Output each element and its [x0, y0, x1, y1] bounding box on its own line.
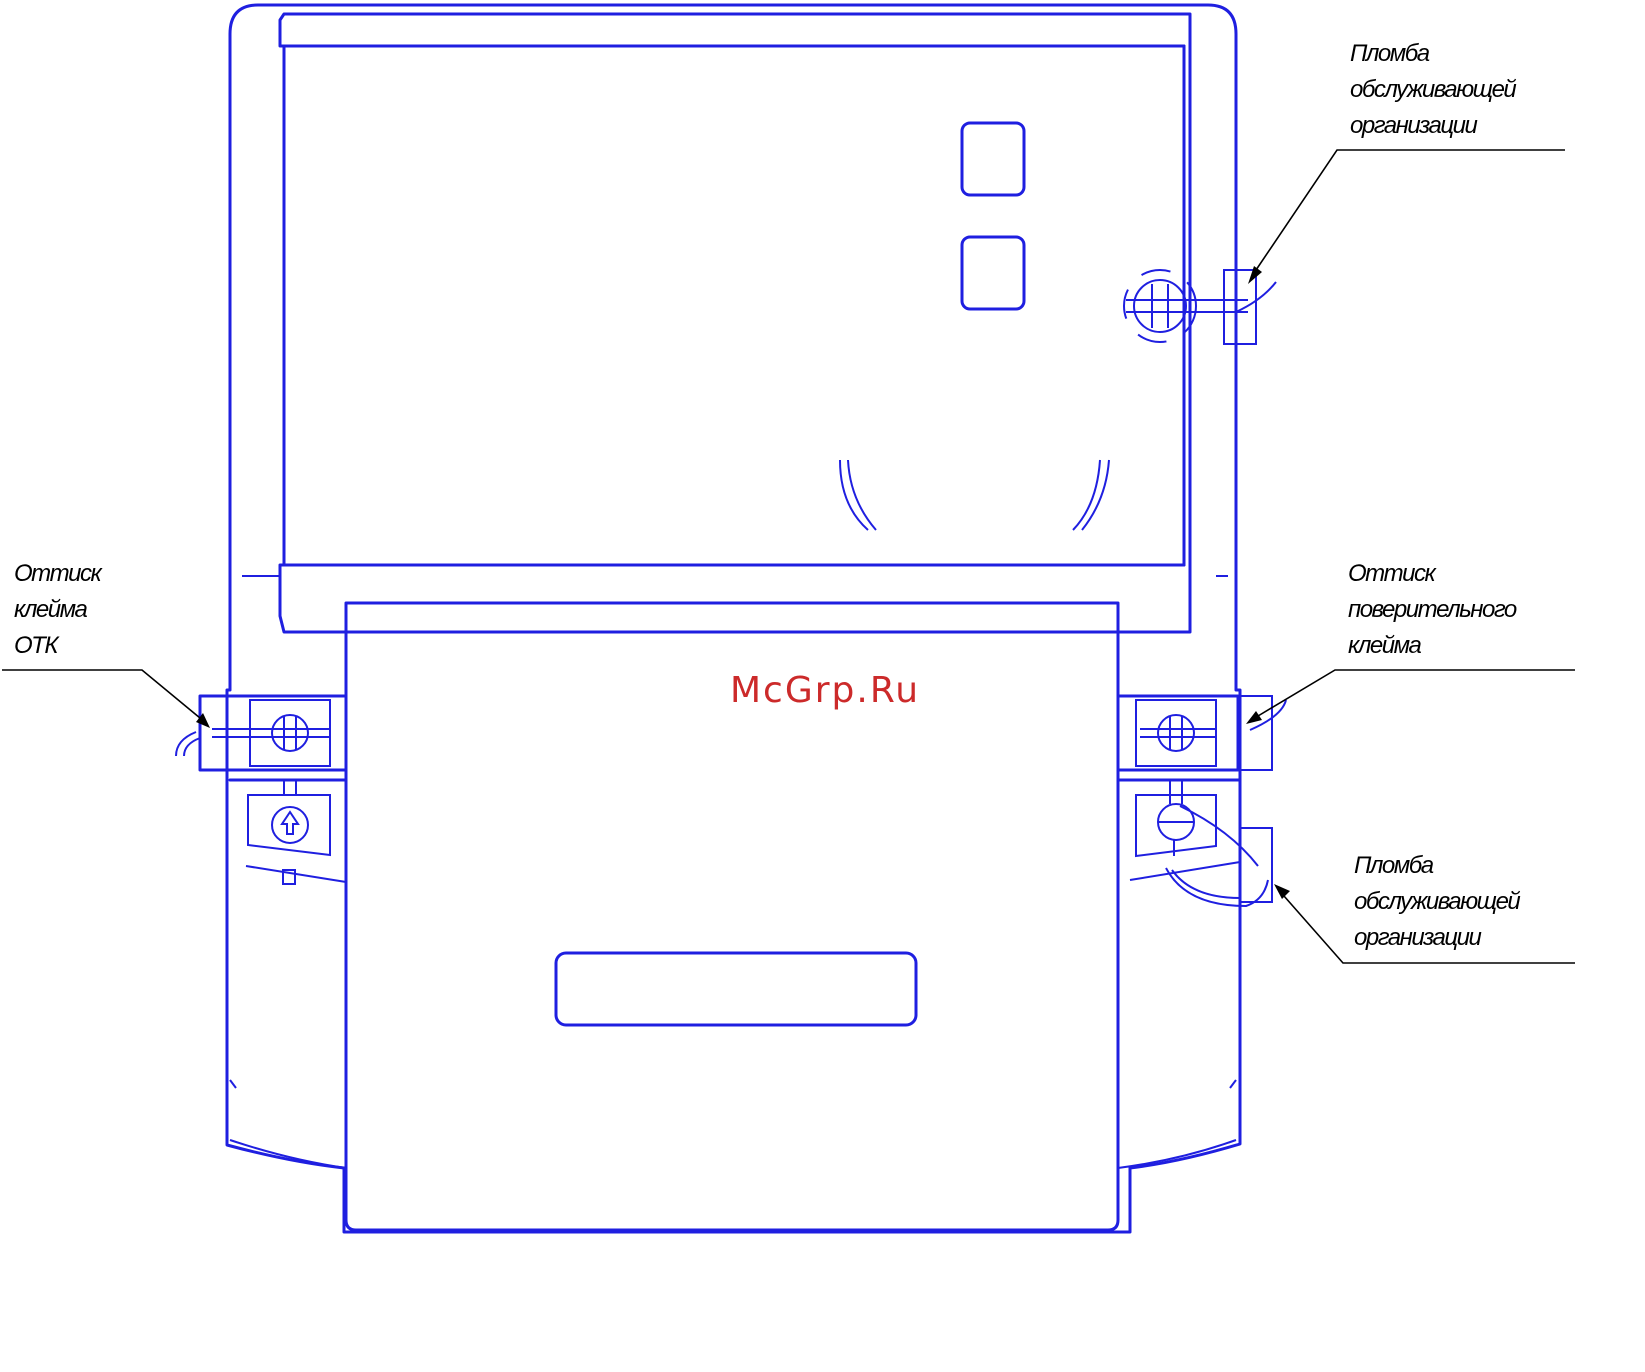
left-lower-screw [230, 780, 346, 884]
top-cover-frame [280, 14, 1190, 632]
terminal-label-plate [556, 953, 916, 1025]
otk-screw-block [176, 696, 346, 770]
curved-slot-right [1073, 460, 1109, 530]
bevel-left [230, 1080, 346, 1168]
meter-housing [227, 5, 1240, 1232]
label-seal-top: Пломба обслуживающей организации [1350, 36, 1515, 144]
label-imprint-verification: Оттиск поверительного клейма [1348, 556, 1516, 664]
verification-screw-block [1118, 696, 1286, 770]
leader-otk [2, 670, 210, 728]
leader-seal-top [1248, 150, 1565, 284]
curved-slot-left [840, 460, 876, 530]
watermark-text: McGrp.Ru [730, 670, 920, 711]
bevel-right [1118, 1080, 1236, 1168]
seal-bottom-right [1118, 780, 1272, 906]
label-seal-bottom: Пломба обслуживающей организации [1354, 848, 1519, 956]
seal-top-right [1124, 270, 1276, 344]
indicator-square-bottom [962, 237, 1024, 309]
leader-verification [1246, 670, 1575, 724]
label-imprint-otk: Оттиск клейма ОТК [14, 556, 100, 664]
display-window [284, 46, 1184, 565]
indicator-square-top [962, 123, 1024, 195]
